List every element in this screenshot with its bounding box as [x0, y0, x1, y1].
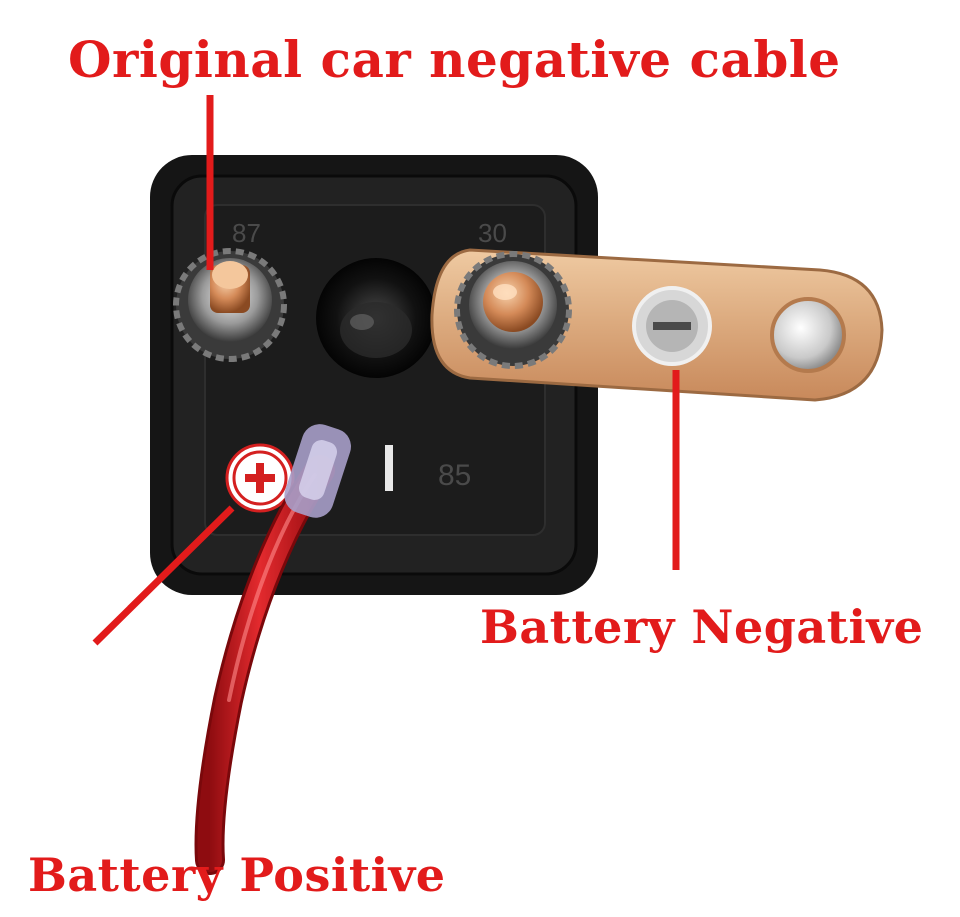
label-original-negative-cable: Original car negative cable	[68, 30, 841, 89]
label-battery-positive: Battery Positive	[28, 848, 446, 902]
pin-87-mark: 87	[232, 218, 261, 248]
positive-sign-icon	[225, 443, 295, 513]
pin-85-mark: 85	[438, 459, 471, 492]
label-battery-negative: Battery Negative	[480, 600, 924, 654]
spade-pin	[385, 445, 393, 491]
positive-cable	[194, 424, 352, 875]
left-terminal-stud	[173, 248, 287, 362]
center-hole	[316, 258, 436, 378]
pin-30-mark: 30	[478, 218, 507, 248]
pointer-line-positive	[92, 505, 235, 646]
right-terminal-stud	[454, 251, 572, 369]
